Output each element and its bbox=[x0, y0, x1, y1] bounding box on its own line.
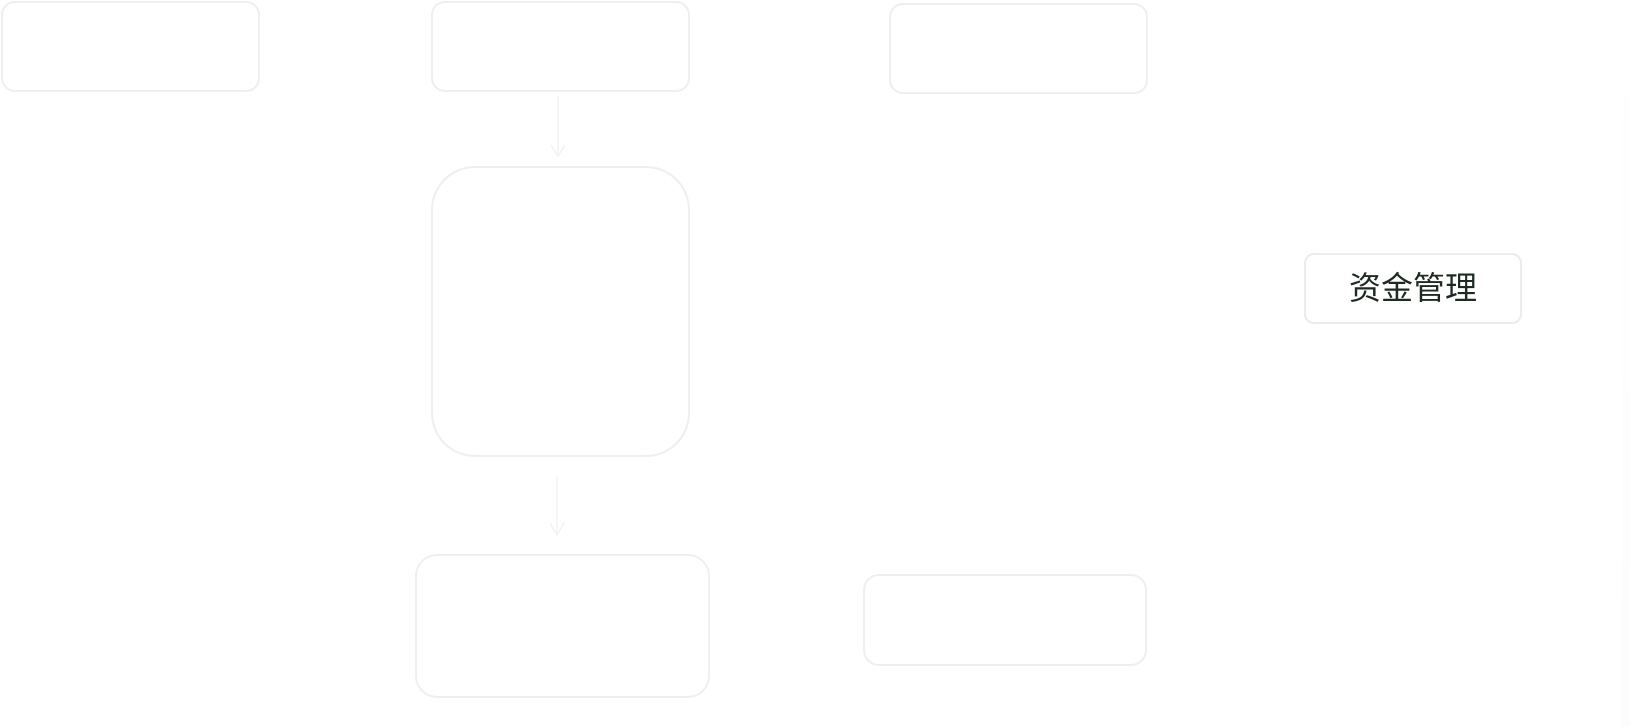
edge-n4-to-n5 bbox=[549, 476, 565, 537]
flow-node-3[interactable] bbox=[889, 3, 1148, 94]
fund-management-label: 资金管理 bbox=[1348, 268, 1477, 307]
fund-management-node[interactable]: 资金管理 bbox=[1304, 253, 1522, 324]
flow-node-1[interactable] bbox=[1, 1, 260, 92]
flow-node-4[interactable] bbox=[431, 166, 690, 457]
flow-node-2[interactable] bbox=[431, 1, 690, 92]
flow-node-6[interactable] bbox=[863, 574, 1147, 666]
edge-n2-to-n4 bbox=[550, 96, 566, 158]
flow-node-5[interactable] bbox=[415, 554, 710, 698]
right-edge-band bbox=[1622, 0, 1630, 727]
